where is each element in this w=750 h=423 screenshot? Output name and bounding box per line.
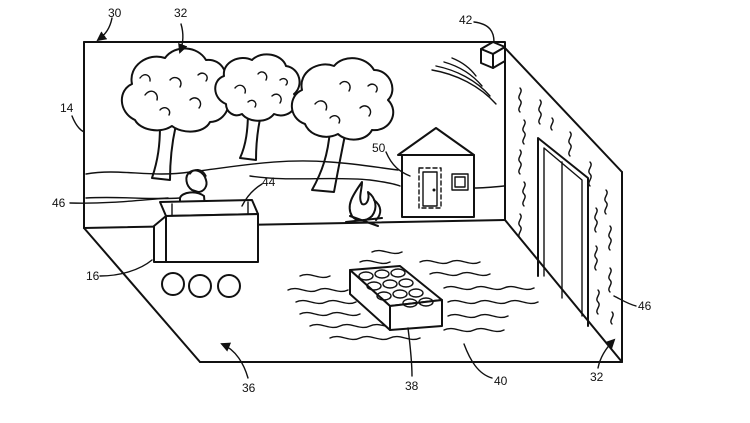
label-wall-left: 46 <box>52 196 66 210</box>
right-wall-waves <box>518 87 614 325</box>
house <box>397 127 475 218</box>
tree-middle <box>214 53 301 161</box>
ride-vehicle <box>153 169 259 298</box>
label-speaker: 42 <box>459 13 473 27</box>
label-floor: 36 <box>242 381 256 395</box>
label-wall-right: 46 <box>638 299 652 313</box>
label-vehicle: 16 <box>86 269 100 283</box>
raft-crate <box>349 265 443 331</box>
speaker-device <box>431 41 506 105</box>
reference-labels: 30 32 42 14 46 44 50 16 36 38 40 32 46 <box>52 6 652 395</box>
tree-right <box>290 57 395 193</box>
side-door <box>537 137 589 327</box>
campfire <box>345 181 383 227</box>
leader-lines <box>69 17 637 379</box>
label-back-wall: 14 <box>60 101 74 115</box>
label-raft: 38 <box>405 379 419 393</box>
label-wall-corner: 32 <box>590 370 604 384</box>
label-house: 50 <box>372 141 386 155</box>
room-outline <box>83 41 623 363</box>
label-trees: 32 <box>174 6 188 20</box>
label-controller: 44 <box>262 175 276 189</box>
label-water: 40 <box>494 374 508 388</box>
tree-left <box>120 47 230 181</box>
label-room: 30 <box>108 6 122 20</box>
landscape-lines <box>85 160 505 200</box>
